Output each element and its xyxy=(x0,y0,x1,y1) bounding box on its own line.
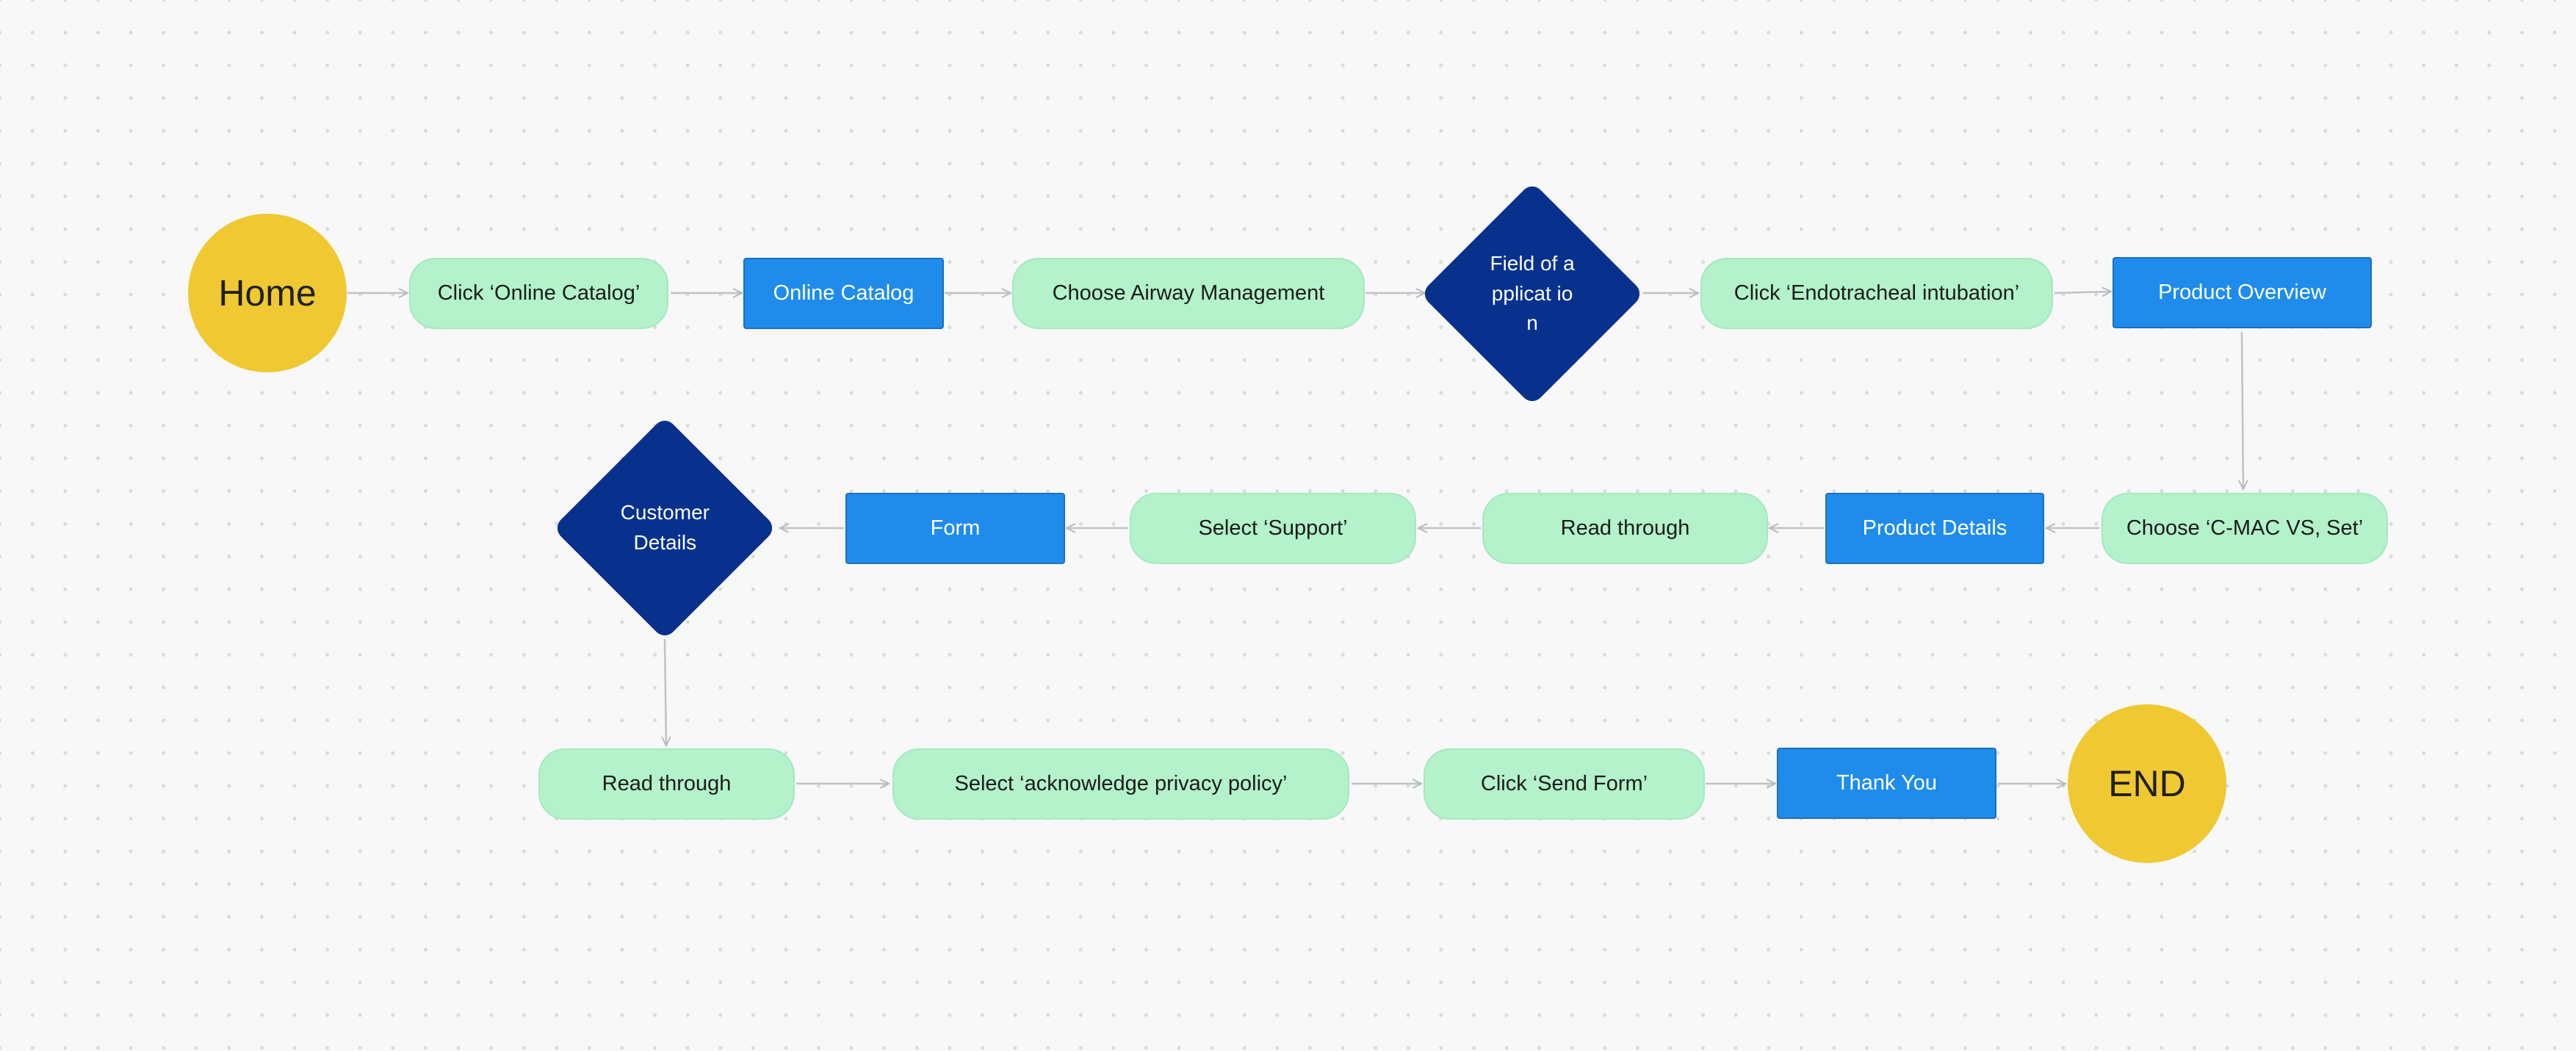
online-catalog-label: Online Catalog xyxy=(773,281,914,305)
choose-cmac-step: Choose ‘C-MAC VS, Set’ xyxy=(2101,493,2388,564)
home-node: Home xyxy=(188,214,347,372)
read-through-step-2: Read through xyxy=(538,748,795,820)
home-label: Home xyxy=(218,272,317,314)
product-overview-page: Product Overview xyxy=(2113,257,2372,328)
field-of-application-label: Field of applicat ion xyxy=(1490,252,1575,335)
product-overview-label: Product Overview xyxy=(2158,280,2326,304)
read-through-label-2: Read through xyxy=(602,771,732,795)
connector-customer-details-to-read-through xyxy=(660,638,671,748)
field-of-application-decision: Field of applicat ion xyxy=(1420,181,1645,406)
click-online-catalog-step: Click ‘Online Catalog’ xyxy=(409,258,668,329)
online-catalog-page: Online Catalog xyxy=(743,258,944,329)
read-through-step-1: Read through xyxy=(1482,493,1768,564)
choose-airway-management-step: Choose Airway Management xyxy=(1012,258,1365,329)
end-label: END xyxy=(2108,762,2186,804)
customer-details-label: Customer Details xyxy=(620,501,710,554)
select-support-step: Select ‘Support’ xyxy=(1130,493,1416,564)
thank-you-label: Thank You xyxy=(1836,770,1938,795)
connector-endotracheal-to-product-overview xyxy=(2054,286,2113,297)
click-send-form-step: Click ‘Send Form’ xyxy=(1424,748,1705,820)
product-details-page: Product Details xyxy=(1825,493,2044,564)
select-privacy-policy-step: Select ‘acknowledge privacy policy’ xyxy=(892,748,1349,820)
choose-cmac-label: Choose ‘C-MAC VS, Set’ xyxy=(2126,516,2364,540)
form-label: Form xyxy=(930,516,981,540)
click-online-catalog-label: Click ‘Online Catalog’ xyxy=(437,281,641,305)
end-node: END xyxy=(2068,704,2226,863)
customer-details-decision: Customer Details xyxy=(552,416,777,640)
connector-product-overview-to-cmac xyxy=(2237,331,2248,491)
thank-you-page: Thank You xyxy=(1777,748,1996,819)
product-details-label: Product Details xyxy=(1862,516,2007,540)
choose-airway-management-label: Choose Airway Management xyxy=(1052,281,1325,305)
click-send-form-label: Click ‘Send Form’ xyxy=(1480,771,1648,795)
select-support-label: Select ‘Support’ xyxy=(1198,516,1348,540)
click-endotracheal-intubation-label: Click ‘Endotracheal intubation’ xyxy=(1733,281,2020,305)
select-privacy-policy-label: Select ‘acknowledge privacy policy’ xyxy=(954,771,1288,795)
click-endotracheal-intubation-step: Click ‘Endotracheal intubation’ xyxy=(1700,258,2053,329)
form-page: Form xyxy=(845,493,1065,564)
read-through-label-1: Read through xyxy=(1560,516,1690,540)
